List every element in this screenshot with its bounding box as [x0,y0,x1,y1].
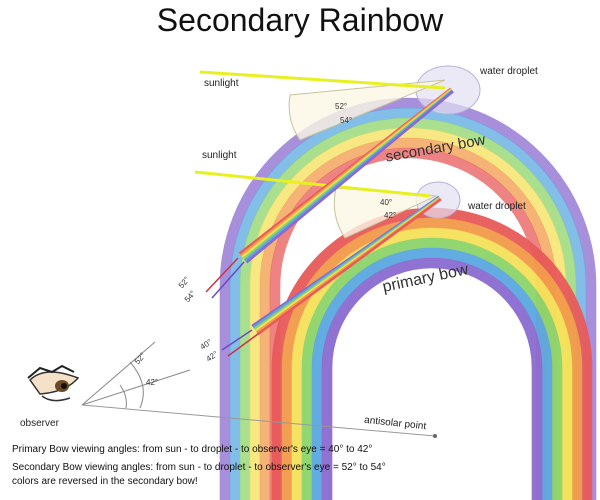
sunlight-label-mid: sunlight [202,150,237,161]
primary-band-3 [301,237,563,500]
antisolar-point-marker [433,434,437,438]
caption-reversed: colors are reversed in the secondary bow… [12,476,198,487]
secondary-band-0 [219,97,597,500]
primary-band-5 [321,257,543,500]
secondary-band-3 [249,127,567,500]
secondary-band-5 [269,147,547,500]
observer-arc-outer [129,361,144,409]
primary-bow-arc [271,207,593,500]
primary-band-4 [311,247,553,500]
sunlight-label-top: sunlight [204,78,239,89]
angle-label-top-54: 54° [340,116,353,125]
ray-tail-red-primary [227,333,259,357]
secondary-band-1 [229,107,587,500]
observer-ray-52 [81,341,156,406]
page-title: Secondary Rainbow [156,2,444,38]
ray-tail-violet-primary [221,329,253,351]
primary-band-1 [281,217,583,500]
primary-beam [251,195,442,336]
caption-secondary: Secondary Bow viewing angles: from sun -… [12,462,386,473]
observer-horizon-line [81,404,436,437]
observer-angle-42: 42° [146,378,159,387]
angle-wedge-top [288,79,446,141]
secondary-beam-band-5 [245,90,454,264]
ray-tail-red-secondary [205,257,239,293]
ray-tail-violet-secondary [211,261,245,299]
water-droplet-label-top: water droplet [480,66,538,77]
observer-label: observer [20,418,59,429]
observer-ray-42 [81,369,191,406]
angle-label-top-52: 52° [335,102,348,111]
primary-beam-band-5 [257,198,442,336]
sunlight-ray-top [199,70,446,90]
caption-primary: Primary Bow viewing angles: from sun - t… [12,444,373,455]
angle-label-mid-40: 40° [380,198,393,207]
sunlight-ray-mid [194,170,431,198]
angle-label-mid-42: 42° [384,211,397,220]
primary-band-2 [291,227,573,500]
observer-arc-inner [119,384,127,409]
observer-eye-icon [27,364,80,402]
water-droplet-label-mid: water droplet [468,201,526,212]
secondary-beam [238,87,454,264]
